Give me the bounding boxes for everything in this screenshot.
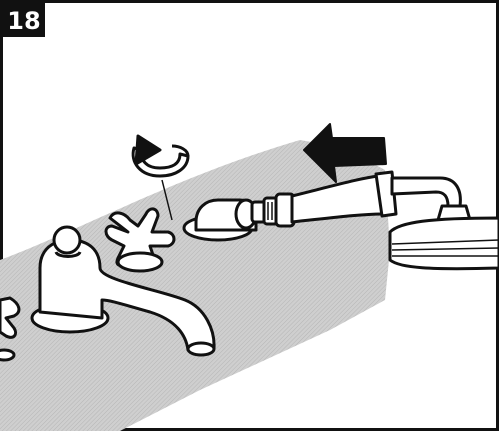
step-badge: 18 bbox=[3, 3, 45, 37]
step-number: 18 bbox=[7, 7, 40, 35]
